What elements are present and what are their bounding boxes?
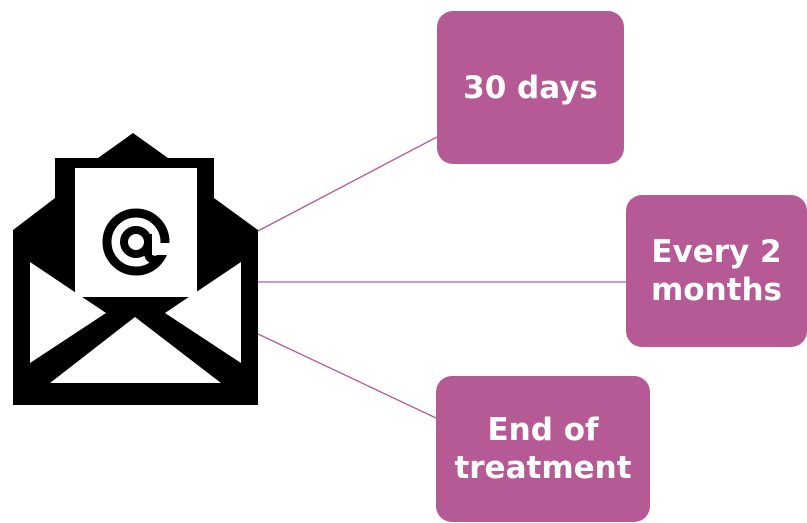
node-end-of-treatment: End of treatment [436, 376, 650, 522]
node-every-two-months-line2: months [650, 272, 782, 308]
node-end-of-treatment-line1: End of [487, 412, 599, 448]
at-sign-icon [102, 208, 172, 276]
node-end-of-treatment-line2: treatment [454, 450, 632, 486]
node-every-two-months-line1: Every 2 [651, 234, 782, 270]
node-thirty-days-line1: 30 days [463, 69, 598, 106]
node-thirty-days: 30 days [437, 11, 624, 164]
node-every-two-months: Every 2 months [626, 195, 807, 347]
connector-end-of-treatment [257, 333, 437, 419]
connector-thirty-days [257, 136, 438, 232]
